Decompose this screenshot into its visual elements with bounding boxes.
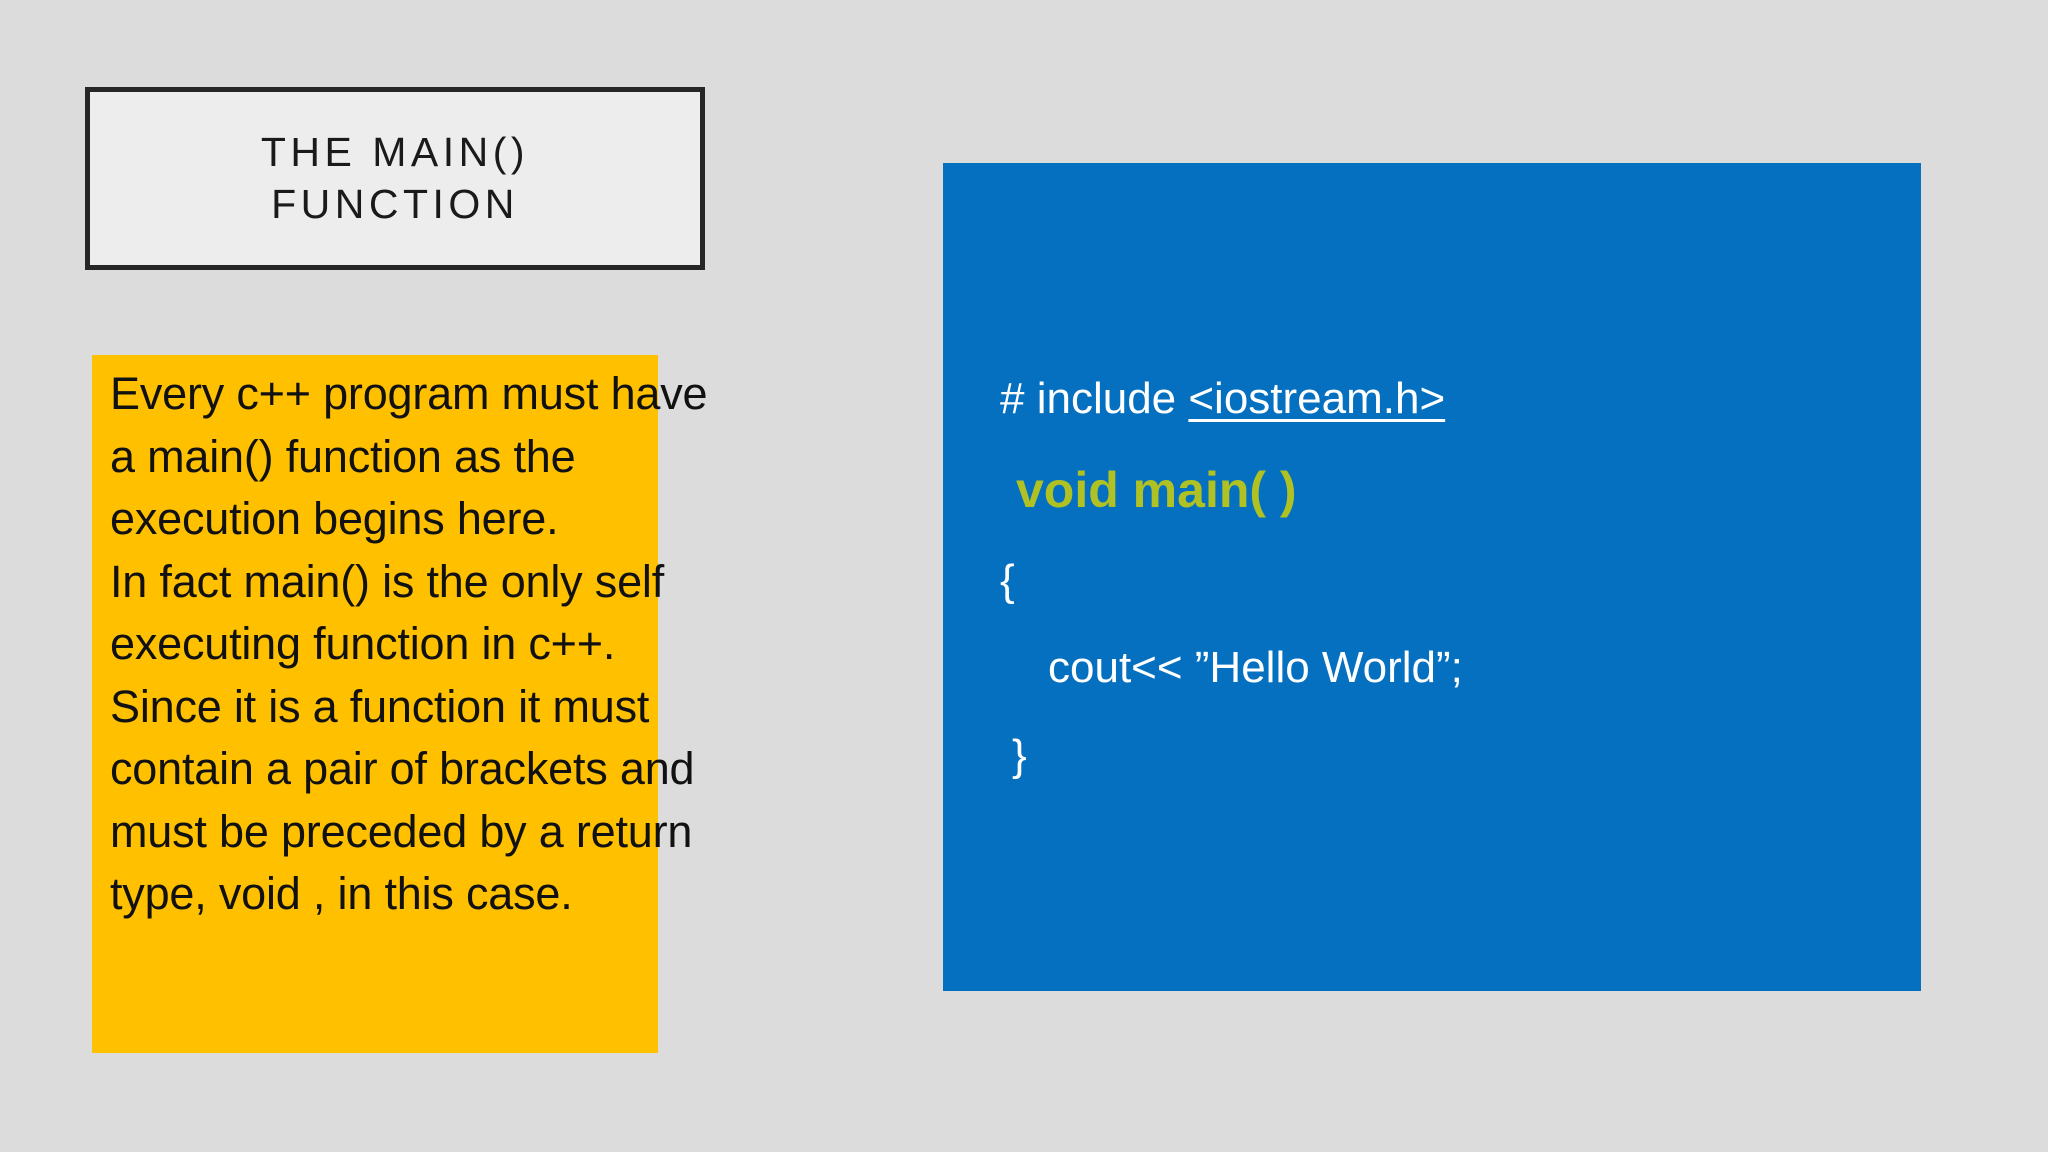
code-panel (943, 163, 1921, 991)
description-text: Every c++ program must have a main() fun… (110, 368, 708, 919)
page-title: THE MAIN() FUNCTION (260, 129, 530, 227)
include-directive-text: # include (1000, 374, 1189, 423)
code-line-signature: void main( ) (1016, 462, 1297, 518)
code-line-include: # include <iostream.h> (1000, 355, 1900, 443)
include-header-text: <iostream.h> (1188, 374, 1446, 423)
code-line-cout-statement: cout<< ”Hello World”; (1048, 643, 1463, 692)
code-line-open-brace: { (1000, 556, 1015, 605)
code-listing: # include <iostream.h> void main( ) { co… (1000, 355, 1900, 800)
code-line-close-brace: } (1012, 731, 1027, 780)
title-box: THE MAIN() FUNCTION (85, 87, 705, 270)
description-highlight-box (92, 355, 658, 1053)
